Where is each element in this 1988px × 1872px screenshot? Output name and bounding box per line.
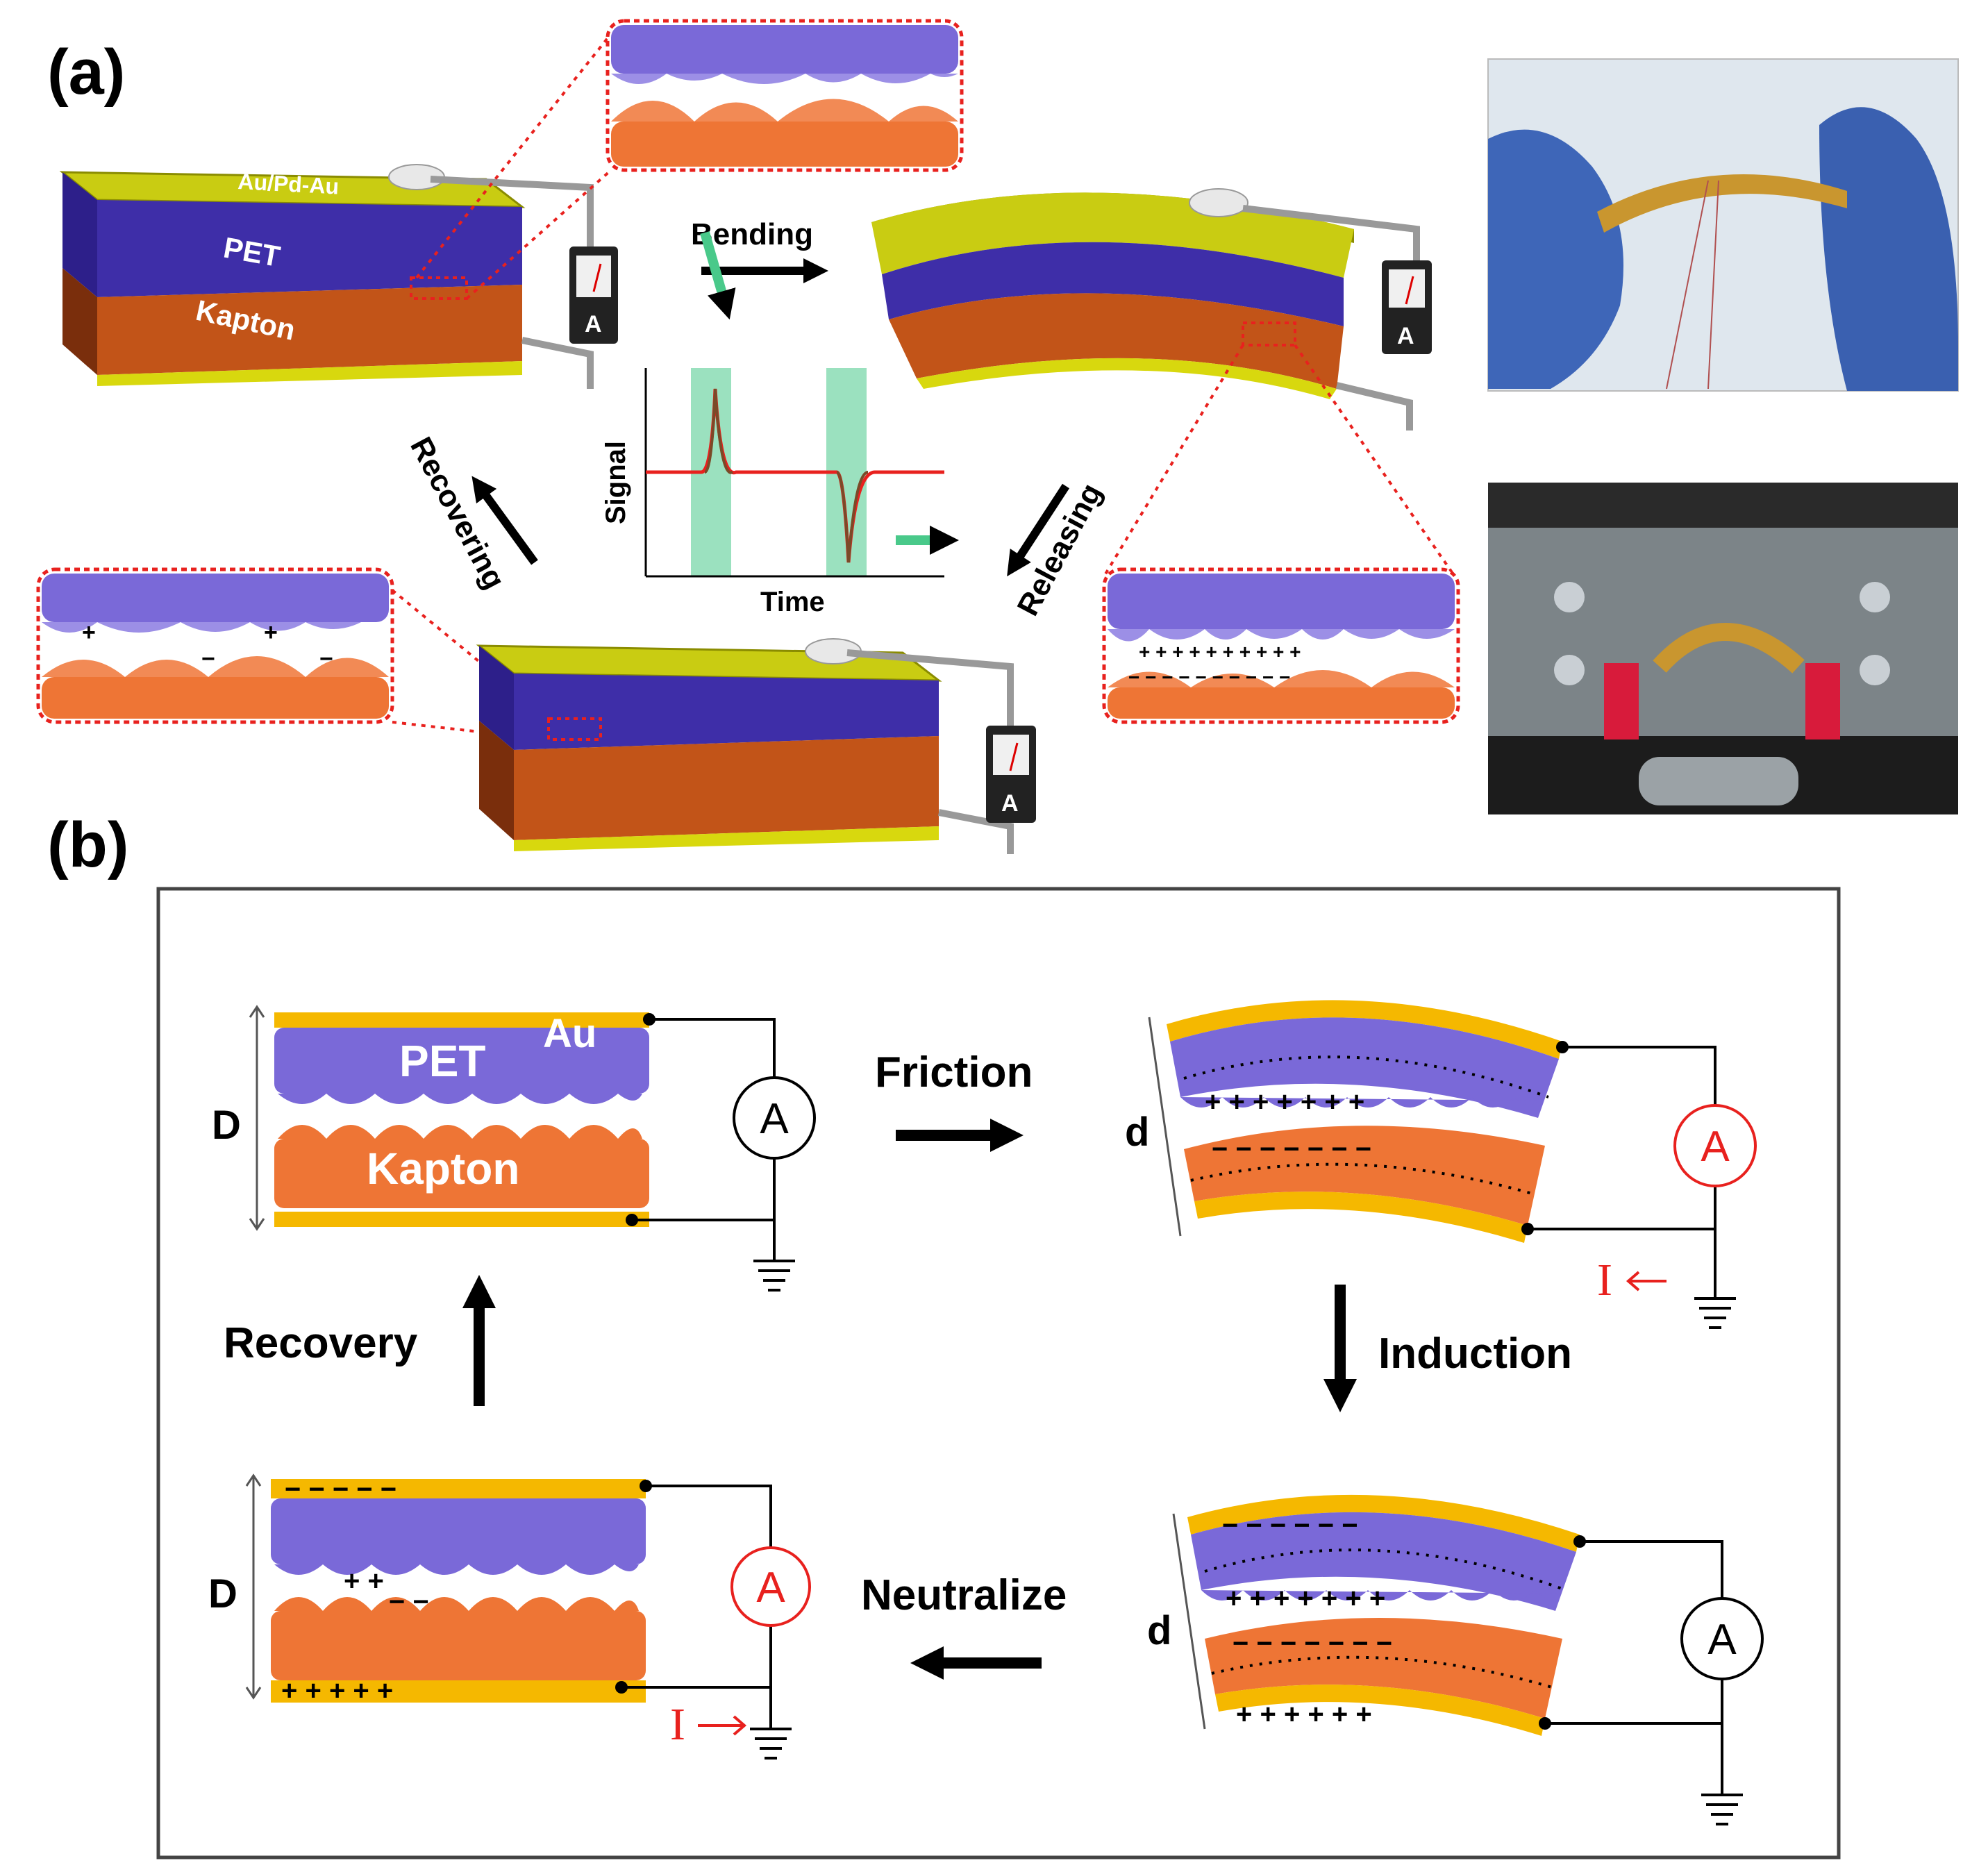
ammeter-icon: A xyxy=(730,1546,811,1627)
state-flat-neutralized: D − − − − − + + − − + + + + + xyxy=(208,1473,811,1760)
ammeter-icon: A xyxy=(986,726,1036,823)
zoom-inset-right: + + + + + + + + + + − − − − − − − − − − xyxy=(1102,344,1460,724)
electrode-label-b: Au xyxy=(543,1011,596,1056)
gap-label-D1: D xyxy=(212,1103,241,1148)
kapton-label-b: Kapton xyxy=(367,1144,519,1194)
svg-text:− − − − − −: − − − − − − xyxy=(1222,1510,1358,1541)
svg-text:+ + + + + + +: + + + + + + + xyxy=(1226,1583,1385,1614)
gap-label-d2: d xyxy=(1147,1608,1171,1653)
meter-label-b1: A xyxy=(760,1095,789,1143)
releasing-arrow xyxy=(1007,483,1070,577)
gap-label-d1: d xyxy=(1125,1110,1149,1155)
pet-label-b: PET xyxy=(399,1036,485,1086)
meter-label-b2: A xyxy=(1701,1123,1730,1171)
photo-bending-rig xyxy=(1488,483,1958,814)
gap-label-D2: D xyxy=(208,1571,237,1616)
ammeter-icon: A xyxy=(1680,1597,1764,1680)
meter-label-a1: A xyxy=(585,311,602,337)
plot-ylabel: Signal xyxy=(601,441,631,524)
meter-label-b3: A xyxy=(1707,1616,1737,1664)
svg-text:−: − xyxy=(319,646,333,672)
svg-text:+ + + + + + + + + +: + + + + + + + + + + xyxy=(1139,641,1301,662)
meter-label-a2: A xyxy=(1397,323,1414,349)
svg-text:− − − − − − −: − − − − − − − xyxy=(1212,1134,1371,1164)
ammeter-icon: A xyxy=(733,1076,816,1160)
recovering-arrow xyxy=(471,476,538,565)
device-flat-bottom: A xyxy=(476,638,1036,854)
step-friction-label: Friction xyxy=(875,1048,1033,1096)
current-label-2: I xyxy=(670,1699,685,1750)
plot-xlabel: Time xyxy=(760,587,825,617)
svg-text:− − − − − − − − − −: − − − − − − − − − − xyxy=(1128,667,1291,688)
meter-label-b4: A xyxy=(756,1564,785,1612)
ammeter-icon: A xyxy=(569,246,618,344)
ammeter-icon: A xyxy=(1673,1104,1757,1187)
step-induction-label: Induction xyxy=(1378,1330,1572,1378)
device-flat-top-left: Au/Pd-Au PET Kapton A xyxy=(59,164,618,389)
signal-time-plot: Signal Time xyxy=(601,231,959,617)
meter-label-a3: A xyxy=(1001,790,1019,817)
electrode-label-a: Au/Pd-Au xyxy=(237,169,340,199)
panel-a-label: (a) xyxy=(47,37,125,108)
step-neutralize-label: Neutralize xyxy=(861,1571,1067,1619)
ground-icon xyxy=(750,1728,792,1760)
zoom-inset-top xyxy=(415,19,964,300)
current-label-1: I xyxy=(1597,1255,1612,1305)
svg-text:+ +: + + xyxy=(344,1566,384,1596)
panel-b-frame xyxy=(156,887,1841,1860)
svg-text:+ + + + + +: + + + + + + xyxy=(1236,1699,1372,1730)
ammeter-icon: A xyxy=(1382,260,1432,354)
svg-text:+: + xyxy=(82,619,96,646)
ground-icon xyxy=(1694,1297,1736,1329)
device-bent-top-right: A xyxy=(871,188,1432,431)
ground-icon xyxy=(753,1260,795,1292)
svg-text:+ + + + +: + + + + + xyxy=(281,1675,393,1706)
svg-text:−: − xyxy=(201,646,215,672)
panel-b-label: (b) xyxy=(47,810,128,880)
svg-text:+: + xyxy=(264,619,278,646)
photo-bent-device xyxy=(1487,58,1959,392)
step-recovery-label: Recovery xyxy=(224,1319,418,1367)
svg-text:− − − − − − −: − − − − − − − xyxy=(1233,1628,1392,1659)
svg-text:+ + + + + + +: + + + + + + + xyxy=(1205,1087,1364,1117)
state-bent-friction: d + + + + + + + − − − − − − − A I xyxy=(1125,1000,1757,1329)
state-bent-induction: d − − − − − − + + + + + + + − − − − − − … xyxy=(1147,1494,1764,1825)
ground-icon xyxy=(1701,1794,1743,1825)
zoom-inset-left: + + − − xyxy=(36,567,550,741)
state-flat-initial: D PET Au Kapton A xyxy=(212,1005,816,1292)
